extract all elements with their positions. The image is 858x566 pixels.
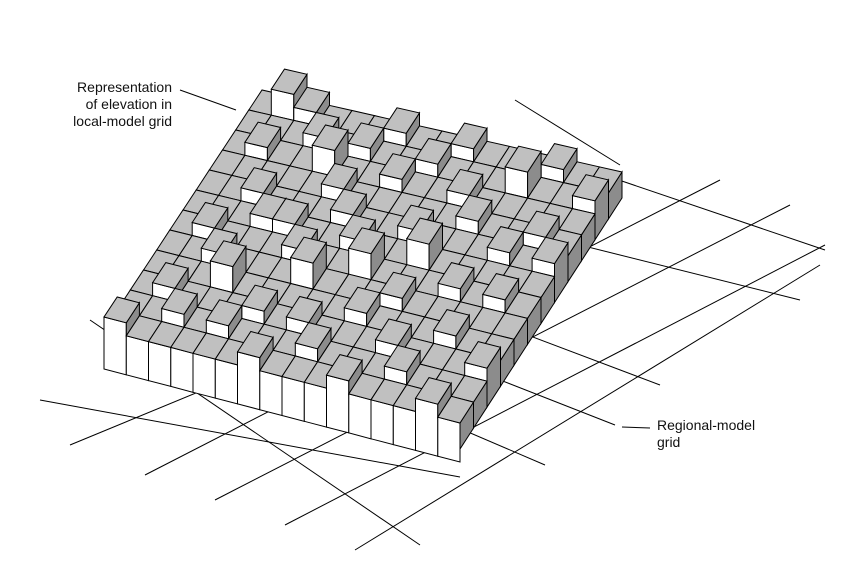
cell-front-face [126,336,148,381]
cell-front-face [282,377,304,422]
local-elevation-label-line-1: Representation [40,79,172,96]
cell-front-face [393,406,415,451]
regional-grid-label: Regional-model grid [657,417,755,451]
local-elevation-label: Representation of elevation in local-mod… [40,79,172,130]
cell-front-face [193,353,215,398]
local-model-elevation-blocks [104,69,622,462]
regional-grid-leader [622,427,650,428]
regional-grid-label-line-2: grid [657,434,755,451]
cell-front-face [238,352,260,410]
cell-front-face [149,342,171,387]
local-elevation-label-line-2: of elevation in [40,96,172,113]
cell-front-face [260,371,282,416]
cell-front-face [416,398,438,456]
cell-front-face [171,347,193,392]
local-elevation-label-line-3: local-model grid [40,113,172,130]
cell-front-face [371,400,393,445]
cell-front-face [349,394,371,439]
cell-front-face [304,382,326,427]
regional-grid-label-line-1: Regional-model [657,417,755,434]
cell-front-face [438,417,460,462]
local-elevation-leader [180,90,236,110]
cell-front-face [327,375,349,433]
cell-front-face [215,359,237,404]
cell-front-face [104,317,126,375]
